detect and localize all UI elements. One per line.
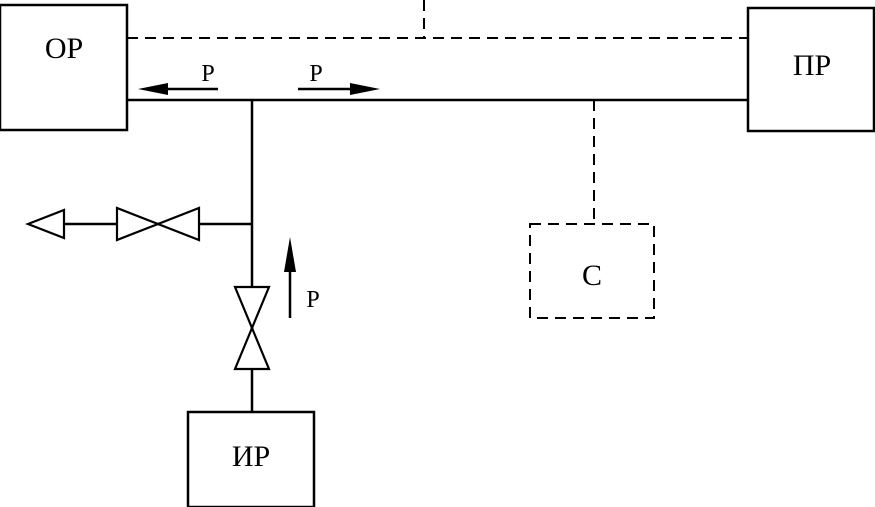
s-block <box>529 223 655 319</box>
vent-outlet-arrow-icon <box>24 208 66 240</box>
pr-label: ПР <box>793 49 831 82</box>
s-label: С <box>582 259 602 292</box>
flow-right-arrow-icon <box>298 83 380 95</box>
ir-label: ИР <box>232 440 270 473</box>
op-block <box>0 3 129 132</box>
flow-up-label: Р <box>306 287 319 313</box>
flow-left-label: Р <box>201 61 214 87</box>
branch-valve-icon <box>233 285 271 371</box>
op-label: ОР <box>45 32 83 65</box>
ir-block <box>186 410 316 507</box>
flow-right-label: Р <box>309 61 322 87</box>
vent-valve-icon <box>115 206 201 242</box>
pr-block <box>746 6 875 133</box>
flow-left-arrow-icon <box>138 83 218 95</box>
flow-up-arrow-icon <box>284 237 296 318</box>
